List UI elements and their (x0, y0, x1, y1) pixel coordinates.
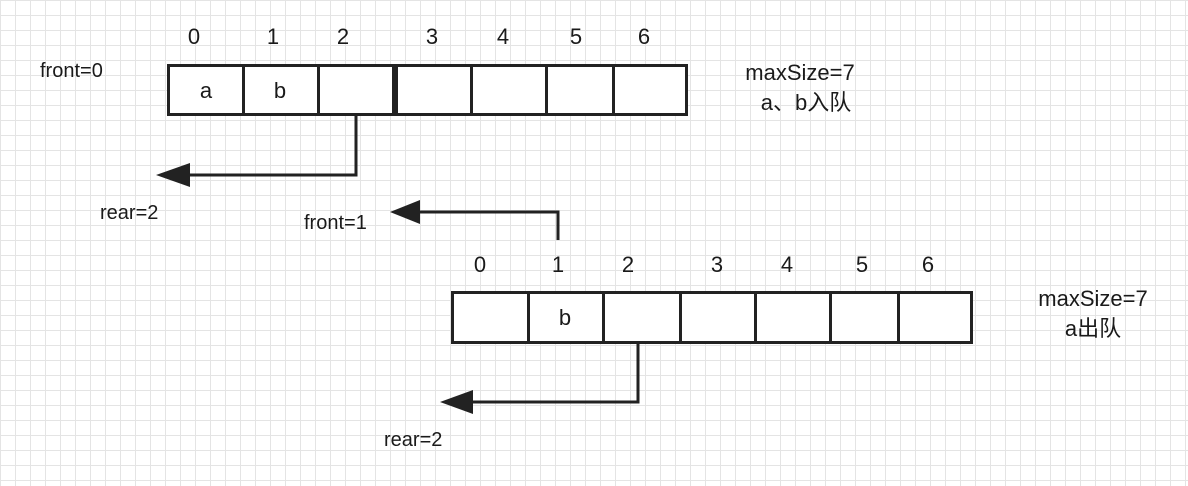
rear-label: rear=2 (384, 429, 443, 451)
index-label: 6 (921, 252, 935, 277)
index-label: 3 (425, 24, 439, 49)
queue-cell (317, 64, 395, 116)
queue-cell (829, 291, 900, 344)
queue-cell (527, 291, 605, 344)
max-size-label: maxSize=7 (1038, 286, 1148, 311)
index-label: 5 (855, 252, 869, 277)
front-label: front=0 (40, 60, 103, 82)
index-label: 2 (336, 24, 350, 49)
queue-cell (470, 64, 548, 116)
arrow-head-icon (156, 163, 190, 187)
operation-caption: a、b入队 (760, 90, 852, 115)
queue-cell (897, 291, 973, 344)
queue-cell (167, 64, 245, 116)
max-size-label: maxSize=7 (745, 60, 855, 85)
index-label: 4 (496, 24, 510, 49)
arrow-head-icon (440, 390, 473, 414)
front-arrow-bottom (414, 210, 560, 240)
queue-cell (395, 64, 473, 116)
rear-arrow-top (188, 116, 358, 177)
queue-cell (451, 291, 530, 344)
queue-cell (602, 291, 682, 344)
front-label: front=1 (304, 212, 367, 234)
queue-cell (545, 64, 615, 116)
cell-value: b (273, 78, 287, 103)
index-label: 4 (780, 252, 794, 277)
index-label: 1 (266, 24, 280, 49)
cell-value: a (199, 78, 213, 103)
index-label: 1 (551, 252, 565, 277)
arrow-head-icon (390, 200, 420, 224)
rear-label: rear=2 (100, 202, 159, 224)
rear-arrow-bottom (470, 344, 640, 404)
index-label: 0 (473, 252, 487, 277)
queue-cell (754, 291, 832, 344)
queue-cell (679, 291, 757, 344)
operation-caption: a出队 (1064, 316, 1122, 341)
index-label: 0 (187, 24, 201, 49)
index-label: 2 (621, 252, 635, 277)
queue-cell (612, 64, 688, 116)
cell-value: b (558, 305, 572, 330)
index-label: 3 (710, 252, 724, 277)
index-label: 6 (637, 24, 651, 49)
index-label: 5 (569, 24, 583, 49)
